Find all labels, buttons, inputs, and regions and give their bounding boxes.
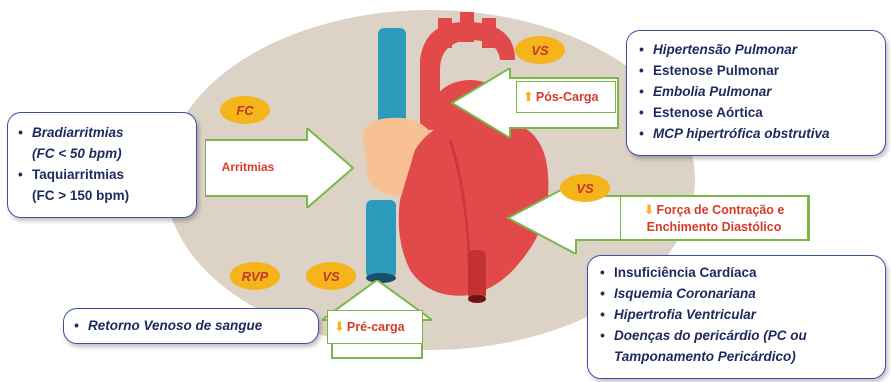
pre-carga-label: ⬇ Pré-carga	[327, 310, 423, 344]
oval-rvp: RVP	[230, 262, 280, 290]
list-item: Bradiarritmias	[14, 122, 190, 143]
list-item: Embolia Pulmonar	[635, 81, 877, 102]
list-item: Tamponamento Pericárdico)	[596, 346, 877, 367]
arritmias-text: Arritmias	[222, 160, 275, 174]
box-afterload-causes: Hipertensão Pulmonar Estenose Pulmonar E…	[626, 30, 886, 156]
list-item: Retorno Venoso de sangue	[70, 315, 312, 336]
oval-vs-top: VS	[515, 36, 565, 64]
up-arrow-icon: ⬆	[523, 89, 534, 105]
list-item: MCP hipertrófica obstrutiva	[635, 123, 877, 144]
pos-carga-label: ⬆ Pós-Carga	[516, 81, 616, 113]
down-arrow-icon: ⬇	[334, 319, 345, 335]
forca-line2: Enchimento Diastólico	[647, 219, 782, 236]
list-item: Isquemia Coronariana	[596, 283, 877, 304]
arritmias-label: Arritmias	[206, 147, 290, 187]
list-item: (FC < 50 bpm)	[14, 143, 190, 164]
forca-label: ⬇Força de Contração e Enchimento Diastól…	[620, 196, 808, 240]
list-item: Hipertrofia Ventricular	[596, 304, 877, 325]
list-item: Estenose Pulmonar	[635, 60, 877, 81]
list-item: Doenças do pericárdio (PC ou	[596, 325, 877, 346]
down-arrow-icon: ⬇	[644, 202, 655, 217]
box-venous-return: Retorno Venoso de sangue	[63, 308, 319, 344]
pre-carga-text: Pré-carga	[347, 320, 405, 334]
list-item: Hipertensão Pulmonar	[635, 39, 877, 60]
oval-fc: FC	[220, 96, 270, 124]
forca-line1: Força de Contração e	[657, 203, 785, 217]
oval-vs-bottom: VS	[306, 262, 356, 290]
list-item: Insuficiência Cardíaca	[596, 262, 877, 283]
pos-carga-text: Pós-Carga	[536, 90, 599, 104]
box-arrhythmias: Bradiarritmias (FC < 50 bpm) Taquiarritm…	[7, 112, 197, 218]
oval-vs-right: VS	[560, 174, 610, 202]
box-contractility-causes: Insuficiência Cardíaca Isquemia Coronari…	[587, 255, 886, 379]
vena-cava-inferior	[366, 200, 396, 278]
list-item: Estenose Aórtica	[635, 102, 877, 123]
list-item: (FC > 150 bpm)	[14, 185, 190, 206]
list-item: Taquiarritmias	[14, 164, 190, 185]
